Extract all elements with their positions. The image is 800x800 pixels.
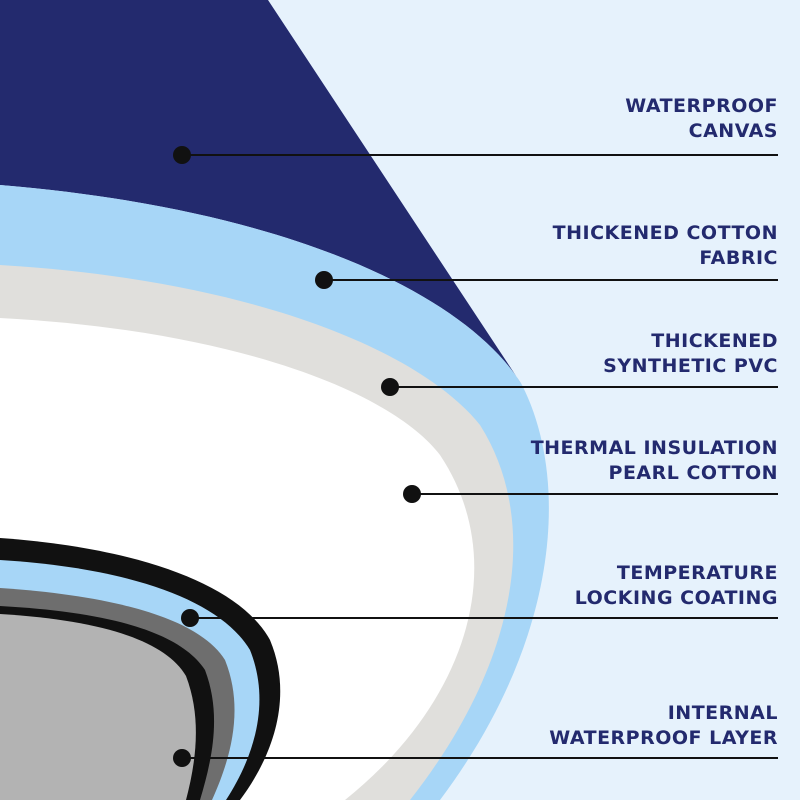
- leader-lines: [182, 154, 778, 759]
- label-waterproof-canvas: WATERPROOF CANVAS: [625, 94, 778, 144]
- label-line-1: TEMPERATURE: [616, 562, 778, 584]
- label-line-1: INTERNAL: [667, 702, 778, 724]
- label-line-2: WATERPROOF LAYER: [549, 727, 778, 749]
- label-line-1: WATERPROOF: [625, 95, 778, 117]
- label-line-1: THICKENED: [651, 330, 778, 352]
- waterproof-canvas-layer: [0, 0, 522, 385]
- label-temperature-locking-coating: TEMPERATURE LOCKING COATING: [575, 561, 778, 611]
- label-line-2: SYNTHETIC PVC: [603, 355, 778, 377]
- marker-dot-canvas: [173, 146, 191, 164]
- marker-dot-internal: [173, 749, 191, 767]
- marker-dot-cotton-fabric: [315, 271, 333, 289]
- label-thermal-insulation-pearl-cotton: THERMAL INSULATION PEARL COTTON: [531, 436, 778, 486]
- marker-dot-coating: [181, 609, 199, 627]
- label-line-1: THERMAL INSULATION: [530, 437, 778, 459]
- internal-waterproof-layer: [0, 614, 196, 800]
- label-line-1: THICKENED COTTON: [552, 222, 778, 244]
- label-internal-waterproof-layer: INTERNAL WATERPROOF LAYER: [549, 701, 778, 751]
- marker-dots: [173, 146, 421, 767]
- label-thickened-synthetic-pvc: THICKENED SYNTHETIC PVC: [603, 329, 778, 379]
- marker-dot-pvc: [381, 378, 399, 396]
- marker-dot-pearl-cotton: [403, 485, 421, 503]
- label-thickened-cotton-fabric: THICKENED COTTON FABRIC: [553, 221, 778, 271]
- label-line-2: CANVAS: [688, 120, 778, 142]
- label-line-2: LOCKING COATING: [574, 587, 778, 609]
- label-line-2: FABRIC: [699, 247, 778, 269]
- label-line-2: PEARL COTTON: [608, 462, 778, 484]
